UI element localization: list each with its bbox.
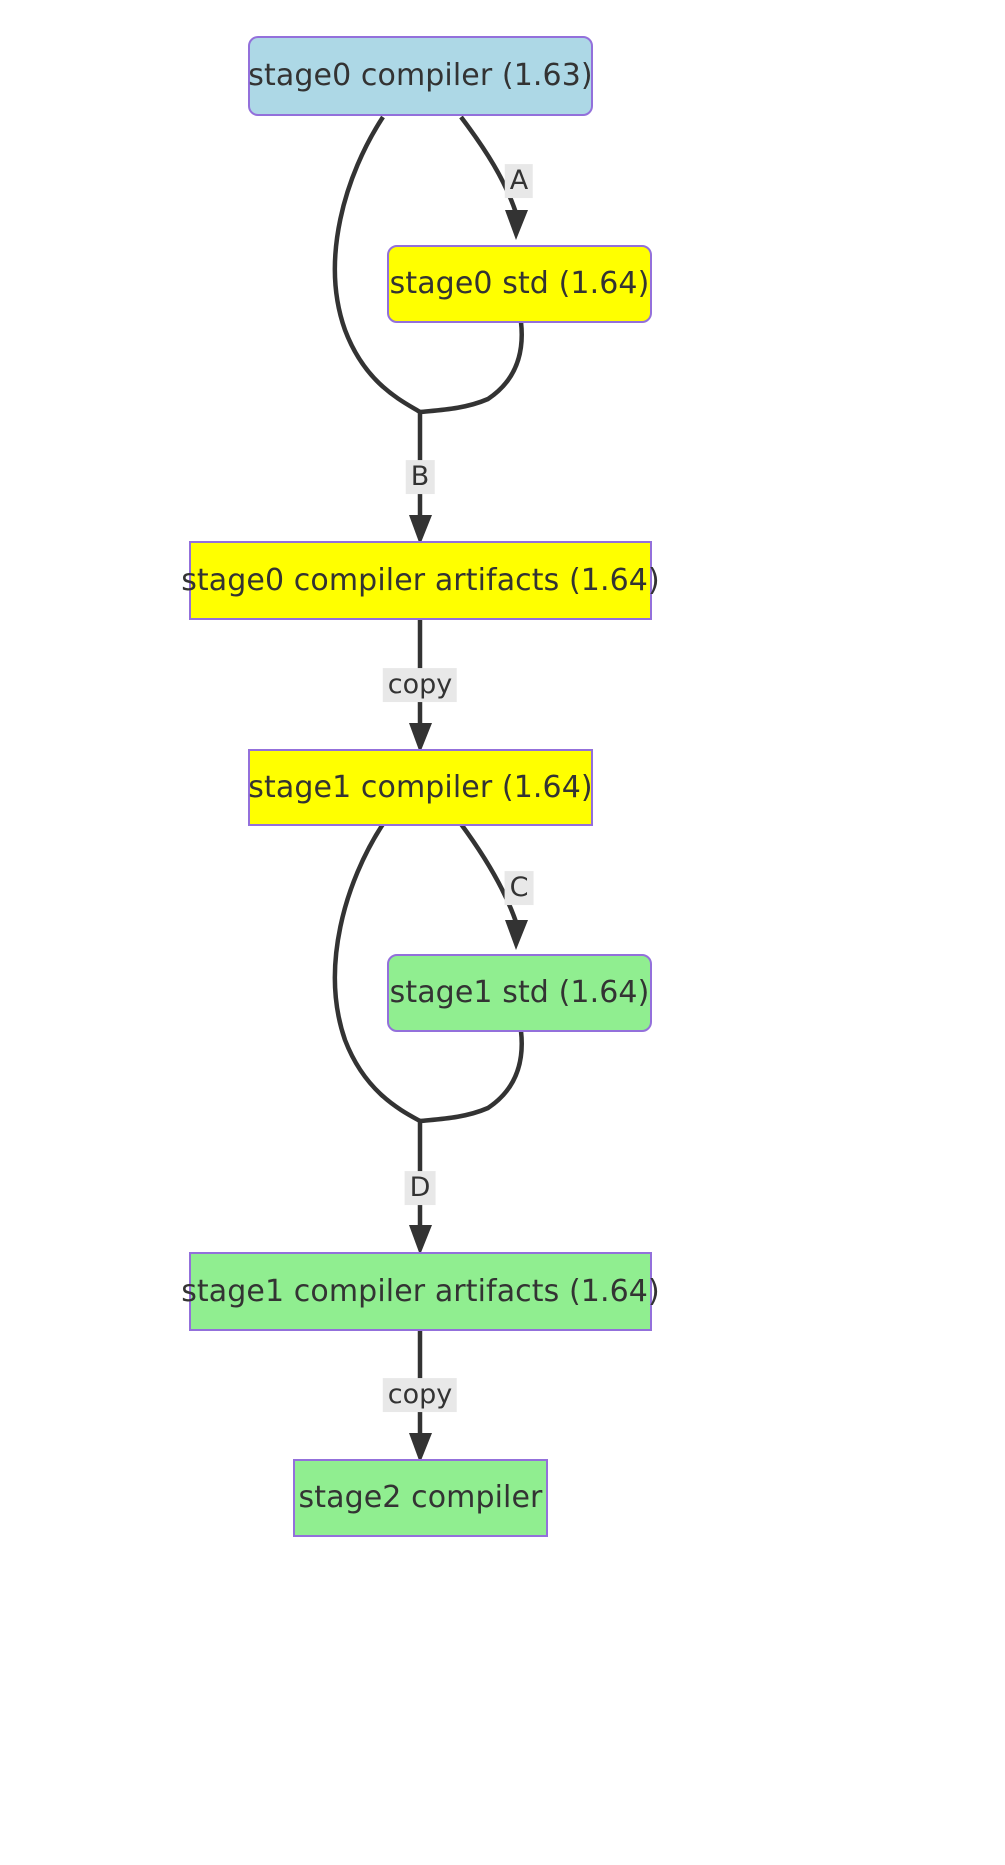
- edge-label-a: A: [504, 164, 534, 198]
- edge-label-copy-1: copy: [382, 668, 458, 702]
- node-label: stage1 compiler artifacts (1.64): [181, 1273, 660, 1309]
- edge-b-from-std: [419, 321, 524, 415]
- edge-label-d: D: [404, 1171, 436, 1205]
- edge-label-c: C: [504, 871, 534, 905]
- edge-label-copy-2: copy: [382, 1378, 458, 1412]
- node-label: stage1 compiler (1.64): [248, 769, 593, 805]
- node-stage1-compiler[interactable]: stage1 compiler (1.64): [248, 749, 593, 826]
- node-stage1-std[interactable]: stage1 std (1.64): [387, 954, 652, 1032]
- node-label: stage0 compiler (1.63): [248, 58, 593, 93]
- node-label: stage0 std (1.64): [389, 266, 650, 301]
- node-stage0-compiler[interactable]: stage0 compiler (1.63): [248, 36, 593, 116]
- edge-label-b: B: [405, 460, 435, 494]
- node-label: stage0 compiler artifacts (1.64): [181, 562, 660, 598]
- node-stage0-compiler-artifacts[interactable]: stage0 compiler artifacts (1.64): [181, 541, 660, 620]
- node-stage2-compiler[interactable]: stage2 compiler: [293, 1459, 548, 1537]
- node-label: stage2 compiler: [298, 1480, 543, 1515]
- node-label: stage1 std (1.64): [389, 975, 650, 1010]
- node-stage0-std[interactable]: stage0 std (1.64): [387, 245, 652, 323]
- node-stage1-compiler-artifacts[interactable]: stage1 compiler artifacts (1.64): [181, 1252, 660, 1331]
- edge-d-from-std: [419, 1030, 524, 1124]
